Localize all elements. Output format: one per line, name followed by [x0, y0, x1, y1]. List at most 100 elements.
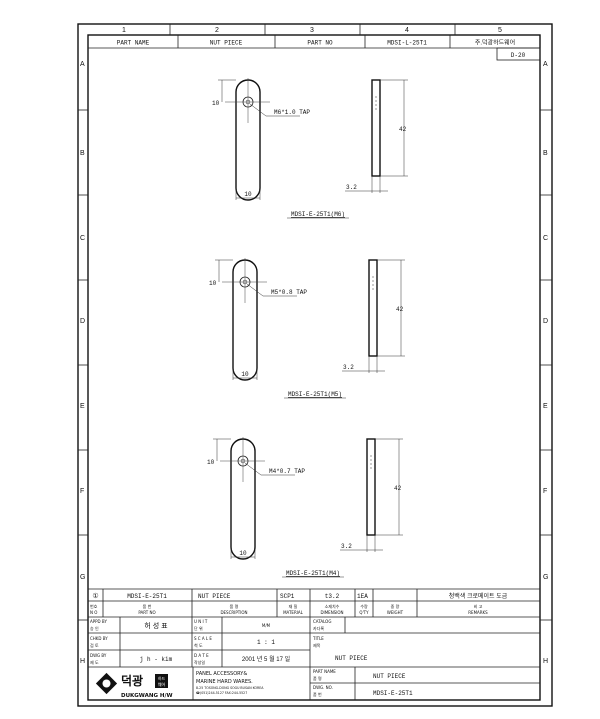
dim-thickness: 3.2 [343, 364, 354, 371]
bom-dimension: t3.2 [325, 593, 340, 600]
view-caption: MDSI-E-25T1(M4) [286, 570, 340, 577]
catalog-label-ko: 카다록 [313, 625, 324, 631]
dim-width: 10 [241, 371, 249, 378]
dim-length: 42 [396, 306, 404, 313]
row-letter: B [543, 150, 548, 157]
header-en: PART NO [138, 610, 155, 615]
leader-line [249, 103, 300, 117]
header-ko: 수량 [360, 603, 368, 609]
header-ko: 품 번 [143, 603, 152, 609]
side-view [371, 79, 381, 177]
row-letter: H [543, 658, 548, 665]
dim-top: 10 [212, 100, 220, 107]
side-view [368, 259, 378, 357]
header-strip: PART NAME NUT PIECE PART NO MDSI-L-25T1 … [88, 35, 541, 61]
chkd-label-ko: 검 토 [90, 642, 99, 648]
dim-width: 10 [244, 191, 252, 198]
header-ko: 재 질 [289, 603, 298, 609]
row-letter: A [543, 61, 548, 68]
column-number: 1 [122, 27, 126, 34]
dim-length: 42 [394, 485, 402, 492]
part-no-label: PART NO [307, 40, 333, 47]
date-value: 2001 년 5 월 17 일 [242, 655, 290, 663]
tap-label: M4*0.7 TAP [269, 468, 305, 475]
dwg-label-en: DWG BY [90, 653, 107, 658]
date-label-en: D A T E [194, 653, 209, 658]
header-en: DESCRIPTION [220, 610, 247, 615]
dim-thickness: 3.2 [346, 184, 357, 191]
appd-value: 허 성 표 [144, 621, 168, 630]
inner-frame [87, 34, 541, 701]
part-name-label: PART NAME [117, 40, 150, 47]
unit-value: M/M [262, 623, 271, 628]
part-outline [235, 79, 261, 201]
row-letter: H [80, 658, 85, 665]
appd-label-en: APPD BY [90, 619, 107, 624]
bom-remarks: 청백색 크로메이트 도금 [449, 592, 508, 600]
header-ko: 품 명 [230, 603, 239, 609]
row-letter: D [80, 318, 85, 325]
tap-label: M5*0.8 TAP [271, 289, 307, 296]
part-name-label-en: PART NAME [313, 669, 336, 674]
date-label-ko: 작성일 [194, 659, 205, 665]
row-letter: G [80, 574, 85, 581]
row-letter: F [543, 488, 547, 495]
dim-width: 10 [239, 550, 247, 557]
chkd-label-en: CHKD BY [90, 636, 108, 641]
catalog-label-en: CATALOG [313, 619, 331, 624]
header-ko: 번호 [90, 603, 98, 609]
row-letter: C [543, 235, 548, 242]
dwg-no-label-en: DWG. NO. [313, 685, 333, 690]
dwg-label-ko: 제 도 [90, 659, 99, 665]
header-ko: 소재치수 [325, 603, 340, 609]
view-caption: MDSI-E-25T1(M5) [288, 391, 342, 398]
company-line2: MARINE HARD WARES. [196, 679, 253, 685]
column-number: 3 [310, 27, 314, 34]
bom-description: NUT PIECE [198, 593, 231, 600]
logo-korean: 덕광 [121, 673, 143, 688]
part-outline [230, 438, 256, 560]
column-number: 5 [498, 27, 502, 34]
company-name: 주.덕광하드웨어 [475, 39, 515, 47]
unit-label-en: U N I T [194, 619, 208, 624]
part-name-value: NUT PIECE [373, 673, 406, 680]
scale-label-ko: 척 도 [194, 642, 203, 648]
company-line1: PANEL ACCESSORY& [196, 671, 247, 677]
company-phone: ☎(051)244-5127 FAX:244-5527 [196, 691, 247, 695]
sheet-box [496, 47, 541, 61]
row-letter: C [80, 235, 85, 242]
bom-material: SCP1 [280, 593, 295, 600]
unit-label-ko: 단 위 [194, 625, 203, 631]
part-outline [232, 259, 258, 381]
column-number: 2 [215, 27, 219, 34]
logo-english: DUKGWANG H/W [121, 693, 173, 699]
appd-label-ko: 승 인 [90, 625, 99, 631]
dim-top: 10 [209, 280, 217, 287]
company-logo: 덕광 하드 웨어 DUKGWANG H/W [95, 672, 173, 699]
title-label-ko: 제목 [313, 642, 321, 648]
sheet-number: D-20 [511, 52, 526, 59]
part-name-value: NUT PIECE [210, 40, 243, 47]
header-en: Q'TY [359, 610, 369, 615]
title-value: NUT PIECE [335, 655, 368, 662]
row-letter: D [543, 318, 548, 325]
row-letter: F [80, 488, 84, 495]
scale-label-en: S C A L E [194, 636, 212, 641]
header-ko: 중 량 [391, 603, 400, 609]
header-en: REMARKS [468, 610, 488, 615]
row-letter: E [543, 403, 548, 410]
row-letter: B [80, 150, 85, 157]
bom-headers: 번호 N O 품 번 PART NO 품 명 DESCRIPTION 재 질 M… [90, 603, 488, 615]
header-en: DIMENSION [320, 610, 343, 615]
row-letter: E [80, 403, 85, 410]
row-ruler: A B C D E F G H A B C D E F G H [78, 61, 552, 665]
header-en: WEIGHT [387, 610, 404, 615]
dim-top: 10 [207, 459, 215, 466]
header-ko: 비 고 [474, 603, 483, 609]
column-ruler: 1 2 3 4 5 [122, 24, 502, 35]
bom-qty: 1EA [357, 593, 368, 600]
title-block: ① MDSI-E-25T1 NUT PIECE SCP1 t3.2 1EA 청백… [88, 588, 540, 700]
